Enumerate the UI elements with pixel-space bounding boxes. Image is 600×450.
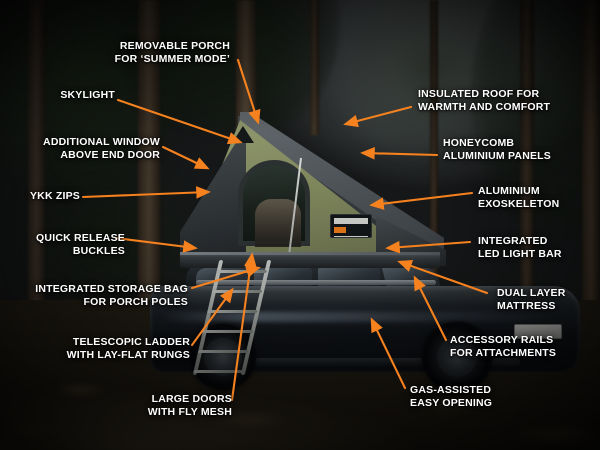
callout-arrow-large-doors: [230, 252, 257, 402]
callout-label-integrated-storage-bag: INTEGRATED STORAGE BAG FOR PORCH POLES: [35, 283, 188, 308]
callout-arrow-gas-assisted-opening: [370, 317, 407, 390]
callout-arrow-skylight: [116, 98, 243, 145]
callout-arrow-aluminium-exoskeleton: [369, 191, 474, 210]
callout-label-insulated-roof: INSULATED ROOF FOR WARMTH AND COMFORT: [418, 88, 551, 113]
callout-label-telescopic-ladder: TELESCOPIC LADDER WITH LAY-FLAT RUNGS: [66, 336, 190, 361]
callout-label-removable-porch: REMOVABLE PORCH FOR ‘SUMMER MODE’: [114, 40, 230, 65]
callout-arrow-honeycomb-panels: [360, 147, 439, 160]
callout-label-gas-assisted-opening: GAS-ASSISTED EASY OPENING: [410, 384, 493, 409]
callout-arrow-ykk-zips: [81, 186, 211, 199]
callout-arrow-quick-release-buckles: [114, 236, 198, 253]
callout-arrow-dual-layer-mattress: [397, 260, 489, 295]
callout-arrow-insulated-roof: [343, 105, 413, 128]
callout-label-large-doors: LARGE DOORS WITH FLY MESH: [147, 393, 232, 418]
callout-label-additional-window: ADDITIONAL WINDOW ABOVE END DOOR: [43, 136, 160, 161]
callout-label-aluminium-exoskeleton: ALUMINIUM EXOSKELETON: [478, 185, 560, 210]
callout-label-dual-layer-mattress: DUAL LAYER MATTRESS: [497, 287, 566, 312]
callout-arrow-removable-porch: [236, 58, 261, 125]
callout-arrow-integrated-storage-bag: [190, 265, 261, 290]
callout-arrow-telescopic-ladder: [190, 287, 234, 347]
callout-label-integrated-led-light-bar: INTEGRATED LED LIGHT BAR: [478, 235, 562, 260]
callout-label-accessory-rails: ACCESSORY RAILS FOR ATTACHMENTS: [450, 334, 557, 359]
callout-arrow-accessory-rails: [413, 275, 448, 342]
callout-label-ykk-zips: YKK ZIPS: [29, 190, 80, 202]
callout-arrow-integrated-led-light-bar: [385, 240, 472, 254]
callout-label-skylight: SKYLIGHT: [60, 89, 115, 101]
callout-label-quick-release-buckles: QUICK RELEASE BUCKLES: [36, 232, 125, 257]
callout-arrow-additional-window: [161, 145, 210, 170]
callout-label-honeycomb-panels: HONEYCOMB ALUMINIUM PANELS: [443, 137, 551, 162]
